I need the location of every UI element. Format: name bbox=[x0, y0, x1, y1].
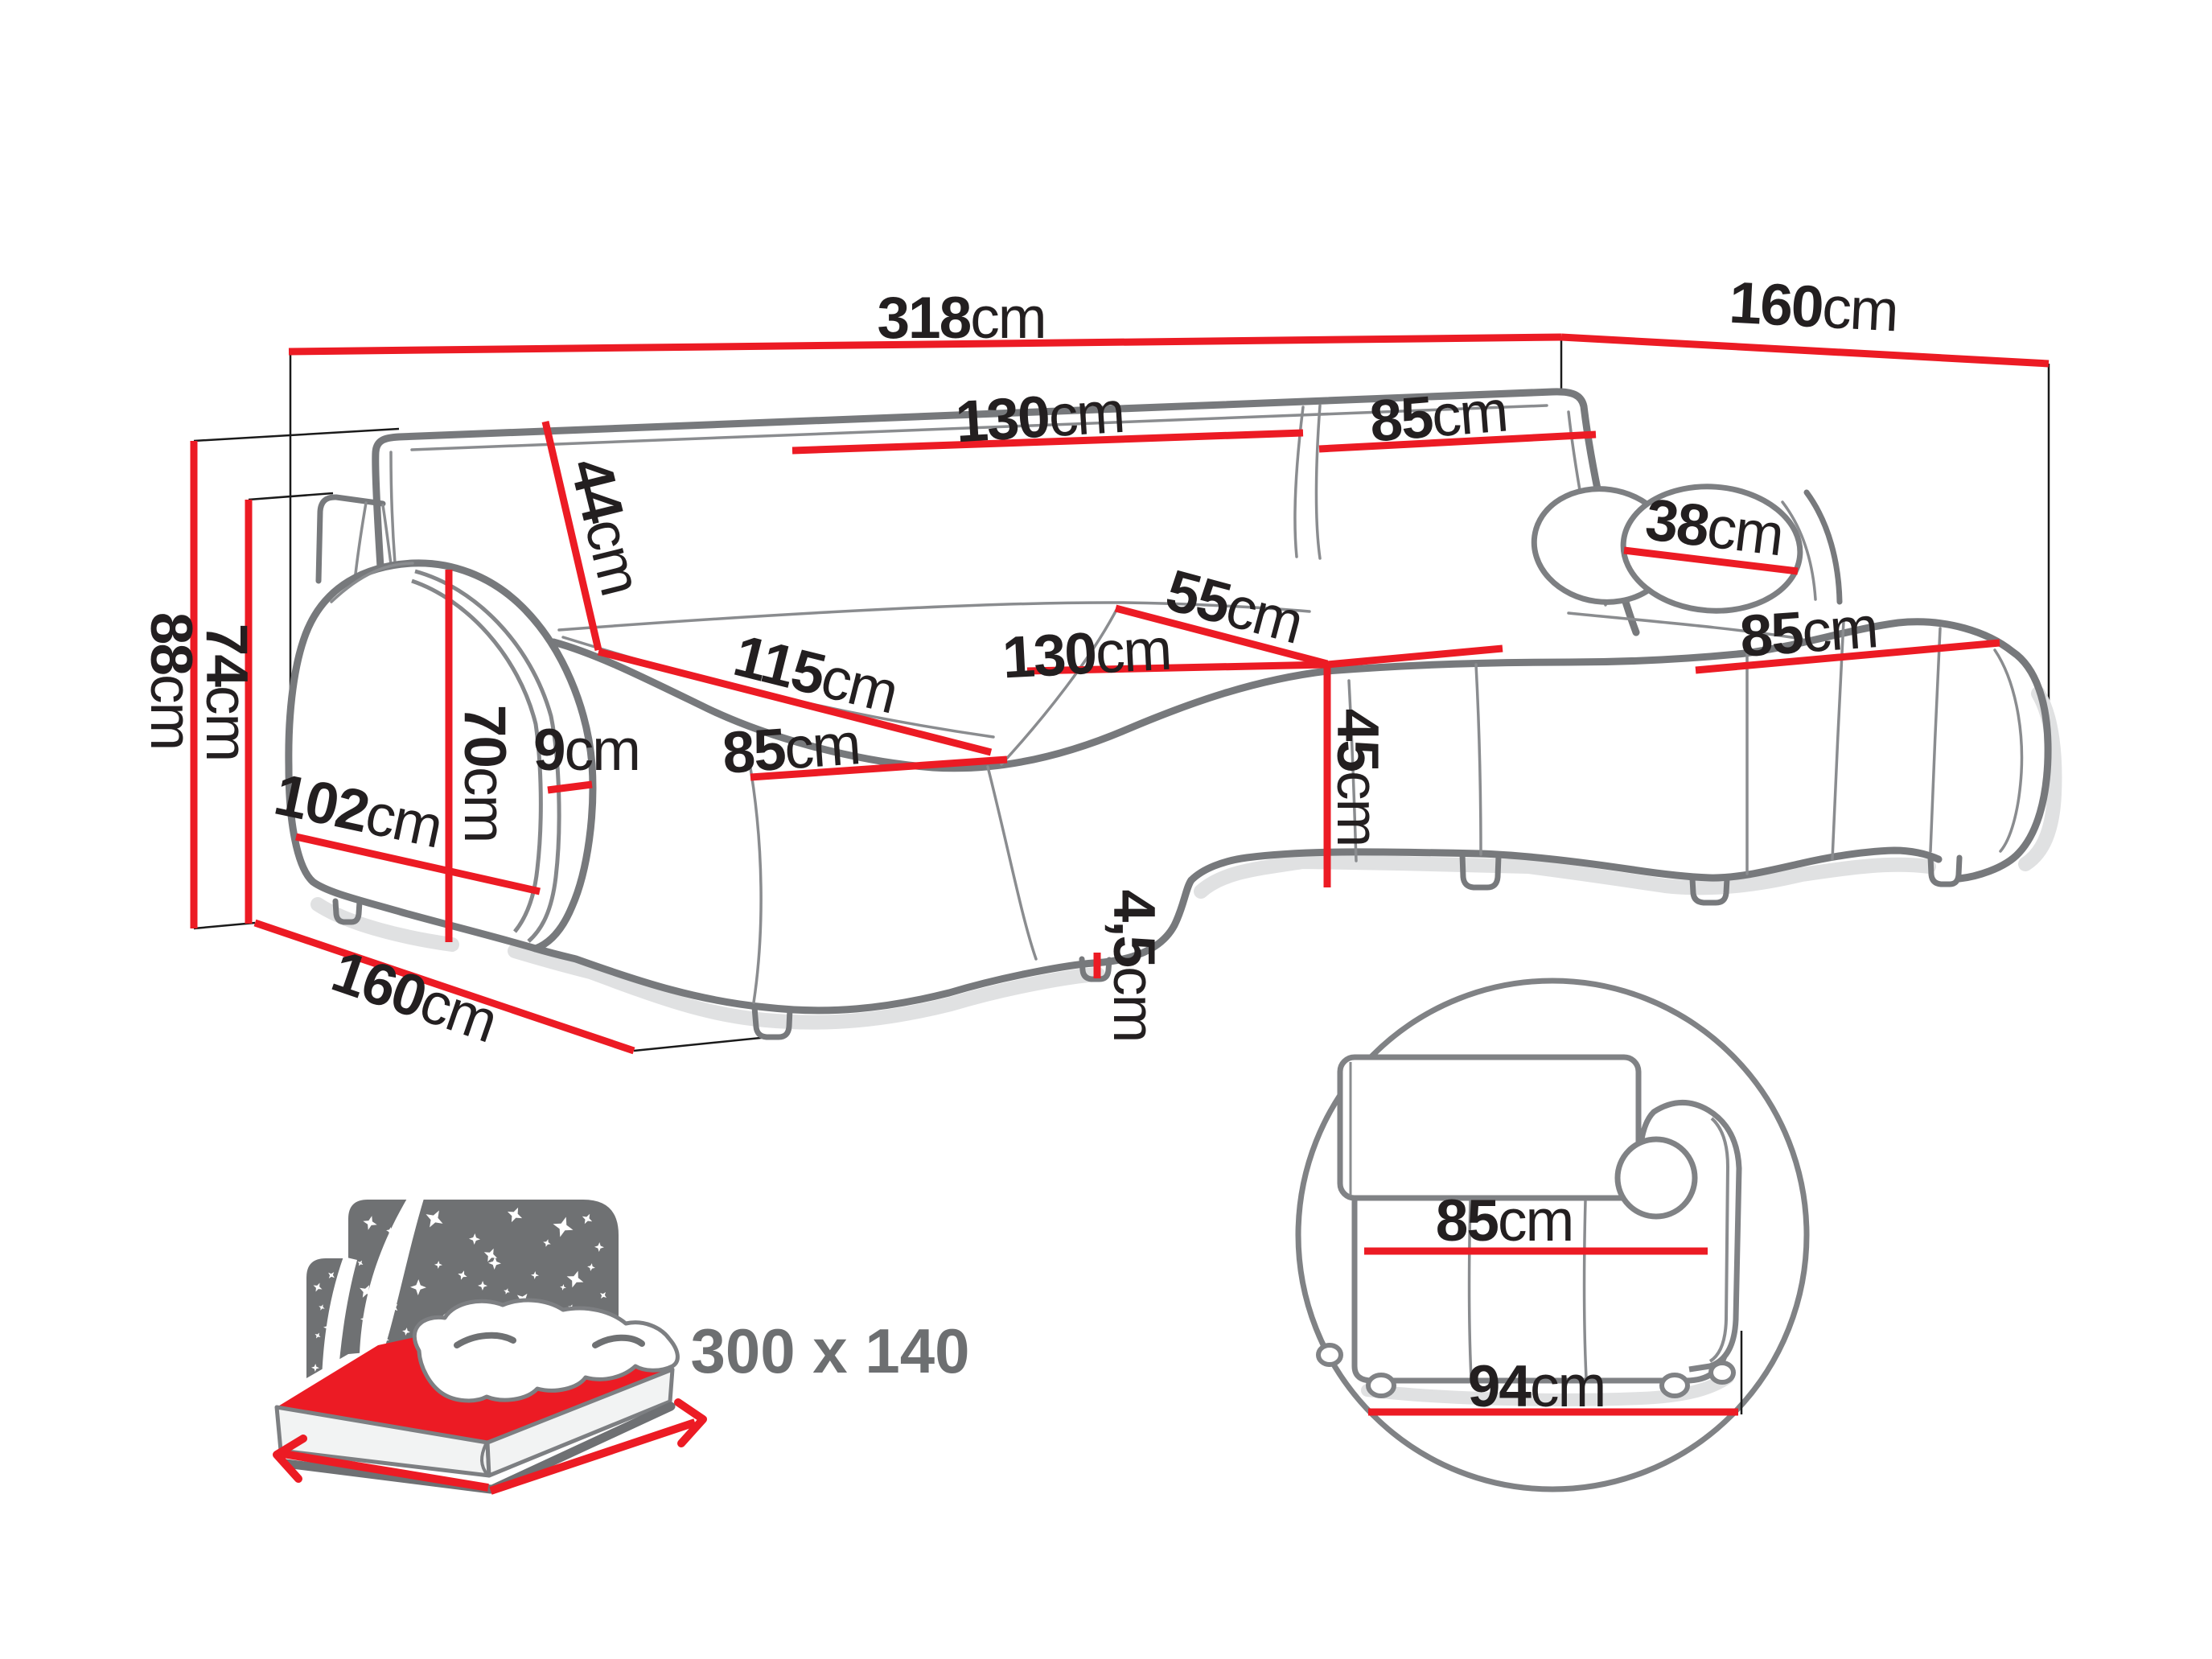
svg-text:4,5cm: 4,5cm bbox=[1101, 890, 1166, 1042]
svg-text:9cm: 9cm bbox=[533, 718, 639, 783]
svg-text:130cm: 130cm bbox=[954, 380, 1126, 455]
svg-text:74cm: 74cm bbox=[194, 624, 259, 761]
svg-text:102cm: 102cm bbox=[269, 762, 446, 861]
svg-text:160cm: 160cm bbox=[1728, 270, 1899, 344]
svg-text:88cm: 88cm bbox=[138, 612, 204, 750]
svg-text:45cm: 45cm bbox=[1325, 709, 1390, 846]
svg-text:85cm: 85cm bbox=[720, 711, 861, 786]
svg-text:85cm: 85cm bbox=[1737, 595, 1879, 669]
svg-text:300 x 140: 300 x 140 bbox=[690, 1315, 969, 1386]
svg-text:94cm: 94cm bbox=[1468, 1354, 1606, 1419]
svg-text:85cm: 85cm bbox=[1367, 379, 1509, 455]
svg-text:38cm: 38cm bbox=[1642, 487, 1786, 568]
svg-text:85cm: 85cm bbox=[1436, 1188, 1573, 1254]
svg-text:70cm: 70cm bbox=[452, 705, 517, 842]
svg-text:318cm: 318cm bbox=[877, 286, 1045, 351]
svg-text:130cm: 130cm bbox=[1001, 617, 1172, 691]
